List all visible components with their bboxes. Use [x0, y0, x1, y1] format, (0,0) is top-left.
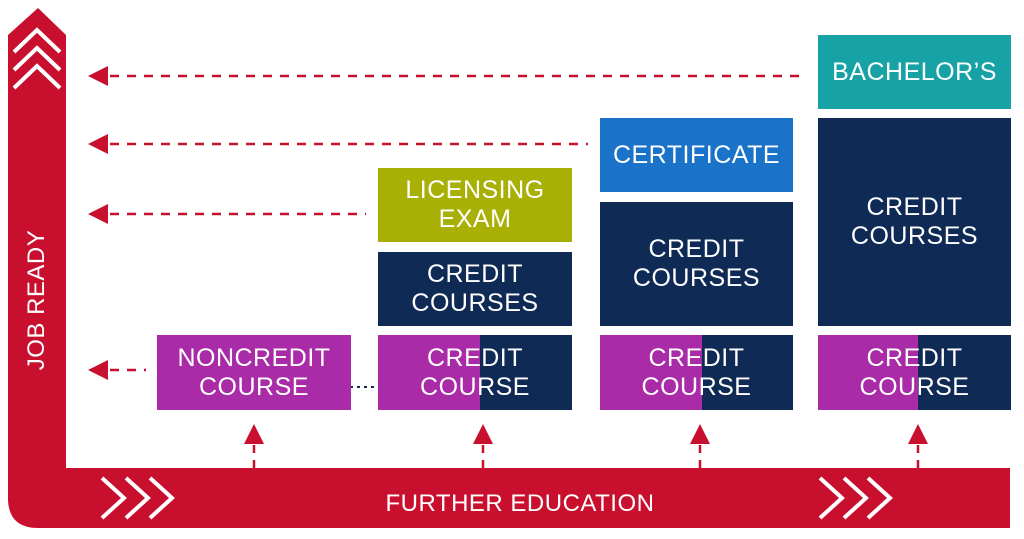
- vertical-chevron-icon: [12, 27, 62, 90]
- horizontal-chevron-icon-left: [100, 476, 175, 520]
- arrow-up-icon: [473, 424, 493, 444]
- horizontal-chevron-icon-right: [818, 476, 893, 520]
- pathway-frame: [8, 8, 1010, 528]
- further-education-arrows: [244, 424, 928, 468]
- credit-course-box-3: CREDIT COURSE: [818, 335, 1011, 410]
- credit-courses-label-1: CREDIT COURSES: [411, 260, 539, 317]
- arrow-up-icon: [244, 424, 264, 444]
- licensing-exam-label: LICENSING EXAM: [405, 176, 545, 233]
- arrow-up-icon: [690, 424, 710, 444]
- credit-course-label-3: CREDIT COURSE: [859, 343, 970, 401]
- credit-course-box-2: CREDIT COURSE: [600, 335, 793, 410]
- arrow-up-icon: [908, 424, 928, 444]
- credit-course-box-1: CREDIT COURSE: [378, 335, 572, 410]
- arrow-left-icon: [88, 360, 108, 380]
- job-ready-label: JOB READY: [23, 229, 50, 371]
- credit-courses-label-2: CREDIT COURSES: [632, 235, 761, 292]
- certificate-label: CERTIFICATE: [612, 140, 781, 169]
- job-ready-bar: [8, 8, 1010, 528]
- job-ready-arrows: [88, 66, 805, 380]
- licensing-exam-box: LICENSING EXAM: [378, 168, 572, 242]
- noncredit-course-label: NONCREDIT COURSE: [177, 343, 331, 401]
- bachelors-box: BACHELOR’S: [818, 35, 1011, 109]
- bachelors-label: BACHELOR’S: [832, 57, 997, 86]
- arrow-left-icon: [88, 204, 108, 224]
- credit-course-label-1: CREDIT COURSE: [420, 343, 530, 401]
- certificate-box: CERTIFICATE: [600, 118, 793, 192]
- credit-courses-box-1: CREDIT COURSES: [378, 252, 572, 326]
- credit-course-label-2: CREDIT COURSE: [641, 343, 752, 401]
- further-education-label: FURTHER EDUCATION: [385, 490, 655, 517]
- credit-courses-box-2: CREDIT COURSES: [600, 202, 793, 326]
- arrow-left-icon: [88, 134, 108, 154]
- noncredit-course-box: NONCREDIT COURSE: [157, 335, 351, 410]
- credit-courses-box-3: CREDIT COURSES: [818, 118, 1011, 326]
- credit-courses-label-3: CREDIT COURSES: [850, 193, 979, 250]
- arrow-left-icon: [88, 66, 108, 86]
